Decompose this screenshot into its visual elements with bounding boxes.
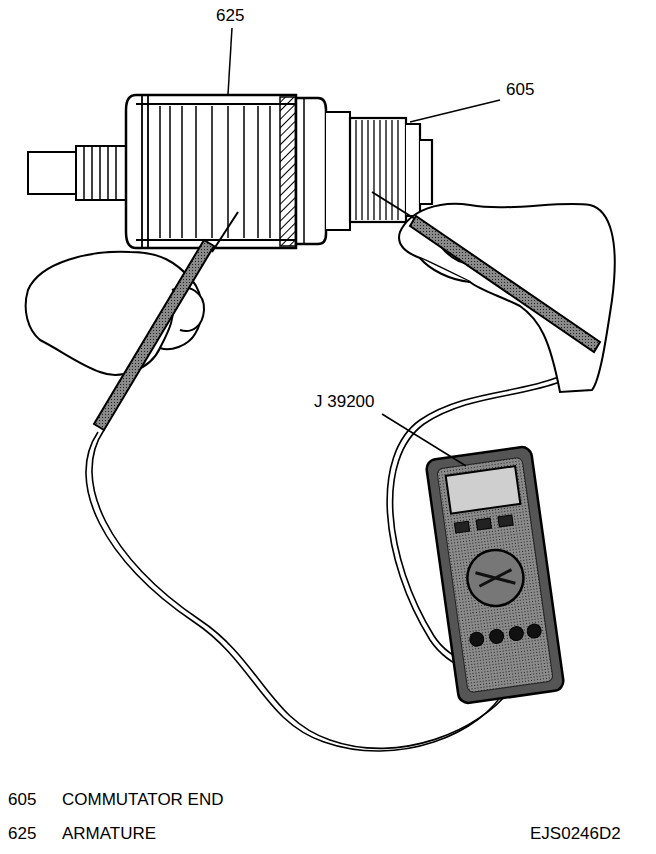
illustration-part (373, 120, 374, 220)
illustration-part (141, 95, 143, 248)
illustration-part (437, 457, 554, 693)
multimeter (425, 446, 564, 704)
illustration-part (379, 120, 380, 220)
illustration-part (169, 106, 171, 238)
part-name: COMMUTATOR END (60, 790, 226, 810)
figure-code: EJS0246D2 (528, 824, 623, 844)
illustration-part (476, 518, 491, 530)
illustration-part (227, 106, 229, 238)
illustration-part (195, 106, 197, 238)
test-leads (86, 348, 600, 751)
right-probe (372, 192, 600, 352)
illustration-part (446, 466, 521, 513)
illustration-part (99, 146, 101, 200)
legend-number: 625 (6, 824, 38, 844)
illustration-part (410, 216, 600, 352)
illustration-part (211, 106, 213, 238)
illustration-part (159, 106, 161, 238)
illustration-part (385, 120, 386, 220)
illustration-part (469, 623, 542, 647)
illustration-part (303, 98, 305, 244)
callout-number: 625 (214, 6, 246, 26)
commutator (350, 118, 432, 222)
illustration-part (160, 106, 270, 238)
illustration-part (280, 97, 296, 246)
illustration-part (91, 146, 93, 200)
illustration-part (212, 212, 238, 252)
illustration-part (269, 106, 271, 238)
armature-core (126, 95, 350, 248)
illustration-part (355, 120, 356, 220)
illustration-part (489, 628, 505, 644)
illustration-part (361, 120, 362, 220)
part-name: ARMATURE (60, 824, 158, 844)
illustration-part (526, 623, 542, 639)
illustration-part (367, 120, 368, 220)
illustration-part (136, 239, 296, 241)
illustration-part (406, 124, 420, 216)
illustration-part (372, 192, 420, 222)
illustration-part (83, 146, 85, 200)
illustration-part (464, 546, 527, 609)
illustration-part (147, 95, 149, 248)
right-hand (399, 204, 615, 392)
illustration-part (382, 414, 466, 466)
illustration-part (257, 106, 259, 238)
illustration-part (425, 446, 564, 704)
illustration-part (475, 567, 515, 588)
illustration-part (243, 106, 245, 238)
illustration-part (76, 146, 130, 200)
leader-lines (228, 28, 500, 466)
illustration-part (94, 240, 214, 430)
illustration-part (136, 103, 296, 105)
left-hand (26, 252, 204, 375)
illustration-part (410, 100, 500, 122)
illustration-part (326, 112, 350, 230)
legend-number: 605 (6, 790, 38, 810)
left-probe (94, 212, 238, 430)
illustration-part (397, 120, 398, 220)
tool-number: J 39200 (312, 392, 377, 412)
illustration-part (296, 98, 326, 244)
illustration-part (469, 631, 485, 647)
illustration-part (136, 95, 296, 248)
illustration-part (126, 95, 296, 248)
callout-number: 605 (504, 80, 536, 100)
illustration-part (181, 106, 183, 238)
illustration-part (454, 521, 469, 533)
illustration-part (420, 140, 432, 204)
illustration-part (107, 146, 109, 200)
illustration-part (508, 626, 524, 642)
illustration-part (454, 515, 513, 533)
illustration-part (498, 515, 513, 527)
illustration-part (228, 28, 232, 94)
illustration-part (26, 252, 202, 375)
illustration-part (28, 152, 76, 194)
illustration-part (350, 118, 406, 222)
illustration-part (84, 146, 116, 200)
illustration-part (115, 146, 117, 200)
armature-shaft (28, 146, 130, 200)
illustration-part (399, 204, 615, 392)
